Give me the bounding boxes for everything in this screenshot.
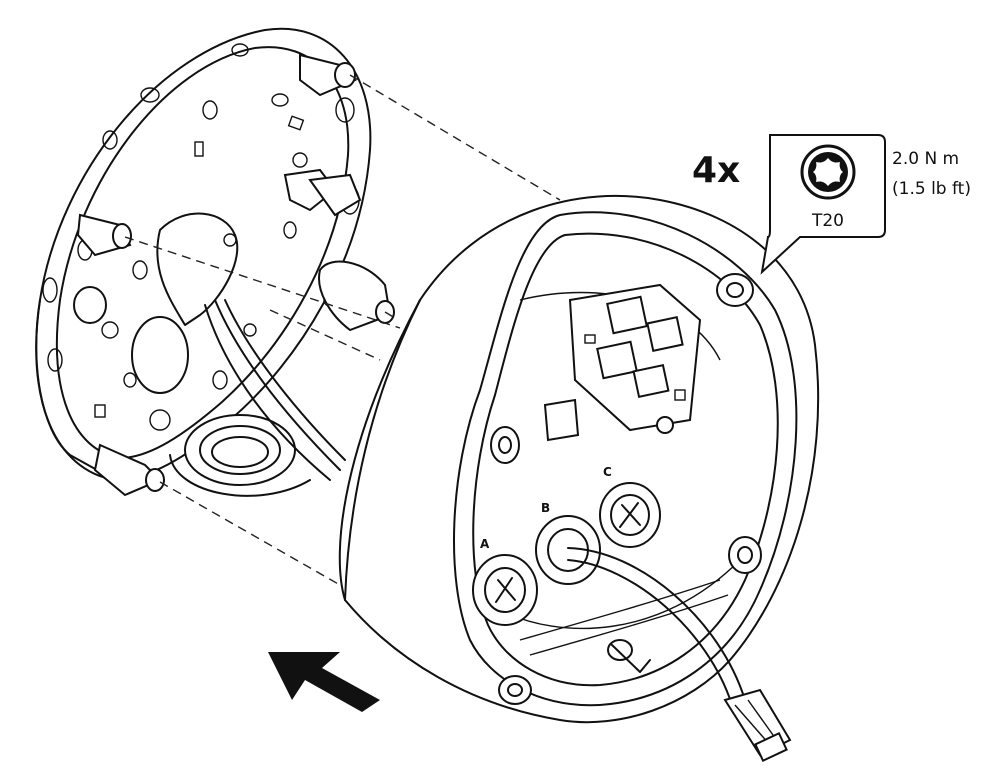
plate-gland [169,414,311,497]
arrow-icon [268,652,380,712]
cable-opening [131,316,189,394]
port-b [535,515,601,585]
port-c [599,482,661,548]
port-a-label: A [480,537,490,551]
plate-posts [73,53,395,497]
circuit-board [543,283,702,442]
torque-callout: T20 [760,134,886,275]
screw-quantity: 4x [692,150,740,191]
port-c-label: C [603,465,612,479]
ethernet-cable [567,547,792,762]
mounting-plate [35,27,395,497]
torx-bit-label: T20 [811,211,844,231]
camera-housing: A B C [338,194,820,762]
alignment-lines [124,74,561,586]
port-a [472,554,538,626]
torx-screw-icon [800,144,856,200]
torque-metric: 2.0 N m [892,149,959,169]
port-b-label: B [541,501,550,515]
torque-imperial: (1.5 lb ft) [892,179,971,199]
housing-lugs [490,273,762,705]
